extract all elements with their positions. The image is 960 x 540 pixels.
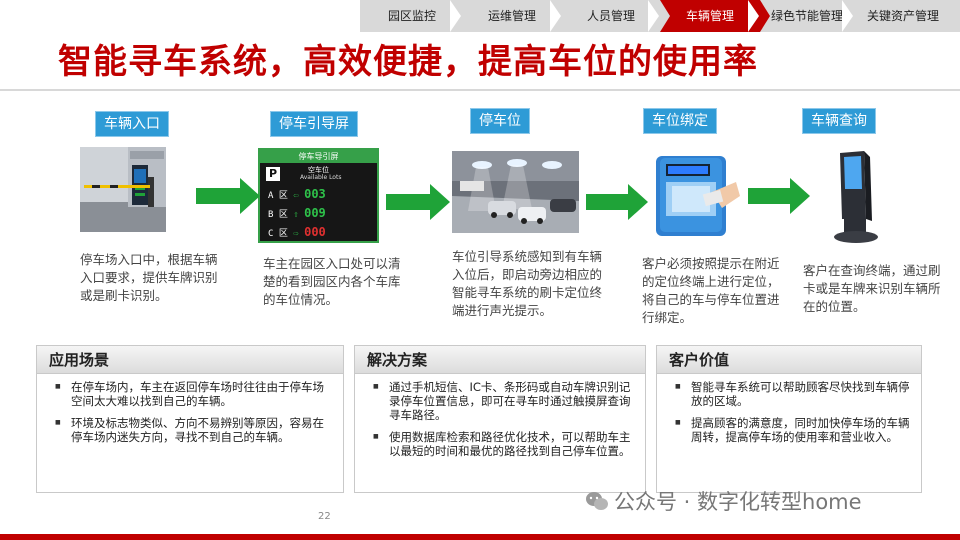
step-label-query: 车辆查询 — [802, 108, 876, 134]
tab-label: 运维管理 — [487, 9, 536, 23]
positioning-terminal-image — [652, 152, 742, 240]
page-title: 智能寻车系统，高效便捷，提高车位的使用率 — [58, 42, 758, 82]
page-number: 22 — [318, 511, 331, 522]
tab-vehicles[interactable]: 车辆管理 — [648, 0, 770, 32]
step-text-query: 客户在查询终端，通过刷卡或是车牌来识别车辆所在的位置。 — [803, 263, 941, 314]
tab-label: 车辆管理 — [685, 9, 734, 23]
bottom-accent-bar — [0, 534, 960, 540]
guide-rows: A 区 ⇦ 003 B 区 ⇧ 009 C 区 ⇨ 000 — [268, 186, 376, 241]
tab-label: 关键资产管理 — [866, 9, 939, 23]
step-text-binding: 客户必须按照提示在附近的定位终端上进行定位，将自己的车与停车位置进行绑定。 — [642, 256, 780, 325]
tab-operations[interactable]: 运维管理 — [450, 0, 572, 32]
guide-subtitle-en: Available Lots — [300, 174, 342, 181]
guide-subtitle-cn: 空车位 — [308, 166, 329, 174]
list-item: 使用数据库检索和路径优化技术，可以帮助车主以最短的时间和最优的路径找到自己停车位… — [369, 430, 635, 458]
step-text-guide-screen: 车主在园区入口处可以清楚的看到园区内各个车库的车位情况。 — [263, 256, 401, 307]
lot-count: 003 — [304, 187, 326, 201]
tab-green-energy[interactable]: 绿色节能管理 — [748, 0, 864, 32]
list-item: 在停车场内，车主在返回停车场时往往由于停车场空间太大难以找到自己的车辆。 — [51, 380, 333, 408]
flow-arrow — [386, 184, 450, 220]
box-customer-value: 客户价值 智能寻车系统可以帮助顾客尽快找到车辆停放的区域。 提高顾客的满意度，同… — [656, 345, 922, 493]
lot-count: 000 — [304, 225, 326, 239]
query-kiosk-image — [826, 149, 886, 245]
flow-arrow — [196, 178, 260, 214]
box-title: 解决方案 — [355, 346, 645, 374]
parking-garage-image — [452, 151, 579, 233]
wechat-icon — [586, 492, 608, 510]
zone-label: C 区 — [268, 229, 288, 239]
step-text-entrance: 停车场入口中，根据车辆入口要求，提供车牌识别或是刷卡识别。 — [80, 252, 218, 303]
top-nav: 园区监控 运维管理 人员管理 车辆管理 绿色节能管理 关键资产管理 — [0, 0, 960, 32]
guide-row: A 区 ⇦ 003 — [268, 186, 376, 205]
guide-screen-header: 停车导引屏 — [260, 150, 377, 163]
flow-arrow — [748, 178, 810, 214]
entrance-gate-image — [80, 147, 166, 232]
guide-row: C 区 ⇨ 000 — [268, 224, 376, 241]
box-solution: 解决方案 通过手机短信、IC卡、条形码或自动车牌识别记录停车位置信息，即可在寻车… — [354, 345, 646, 493]
list-item: 提高顾客的满意度，同时加快停车场的车辆周转，提高停车场的使用率和营业收入。 — [671, 416, 911, 444]
list-item: 通过手机短信、IC卡、条形码或自动车牌识别记录停车位置信息，即可在寻车时通过触摸… — [369, 380, 635, 422]
tab-label: 园区监控 — [387, 9, 436, 23]
list-item: 智能寻车系统可以帮助顾客尽快找到车辆停放的区域。 — [671, 380, 911, 408]
step-label-binding: 车位绑定 — [643, 108, 717, 134]
lot-count: 009 — [304, 206, 326, 220]
step-text-parking-space: 车位引导系统感知到有车辆入位后，即启动旁边相应的智能寻车系统的刷卡定位终端进行声… — [452, 249, 603, 318]
tab-personnel[interactable]: 人员管理 — [550, 0, 670, 32]
box-title: 客户价值 — [657, 346, 921, 374]
tab-campus-monitoring[interactable]: 园区监控 — [362, 0, 472, 32]
bullet-list: 在停车场内，车主在返回停车场时往往由于停车场空间太大难以找到自己的车辆。 环境及… — [37, 374, 343, 444]
flow-arrow — [586, 184, 648, 220]
box-title: 应用场景 — [37, 346, 343, 374]
tab-label: 绿色节能管理 — [770, 9, 843, 23]
parking-p-icon: P — [266, 167, 280, 181]
box-scenario: 应用场景 在停车场内，车主在返回停车场时往往由于停车场空间太大难以找到自己的车辆… — [36, 345, 344, 493]
bullet-list: 智能寻车系统可以帮助顾客尽快找到车辆停放的区域。 提高顾客的满意度，同时加快停车… — [657, 374, 921, 444]
zone-label: B 区 — [268, 210, 288, 220]
watermark-text: 公众号 · 数字化转型home — [614, 490, 862, 514]
step-label-entrance: 车辆入口 — [95, 111, 169, 137]
zone-label: A 区 — [268, 191, 288, 201]
guide-screen-image: 停车导引屏 P 空车位 Available Lots A 区 ⇦ 003 B 区… — [258, 148, 379, 243]
arrow-right-icon: ⇨ — [293, 229, 299, 239]
arrow-left-icon: ⇦ — [293, 191, 299, 201]
bullet-list: 通过手机短信、IC卡、条形码或自动车牌识别记录停车位置信息，即可在寻车时通过触摸… — [355, 374, 645, 458]
list-item: 环境及标志物类似、方向不易辨别等原因，容易在停车场内迷失方向，寻找不到自己的车辆… — [51, 416, 333, 444]
step-label-parking-space: 停车位 — [470, 108, 530, 134]
arrow-up-icon: ⇧ — [293, 210, 299, 220]
tab-key-assets[interactable]: 关键资产管理 — [842, 0, 952, 32]
title-divider — [0, 89, 960, 91]
step-label-guide-screen: 停车引导屏 — [270, 111, 358, 137]
tab-label: 人员管理 — [586, 9, 635, 23]
guide-row: B 区 ⇧ 009 — [268, 205, 376, 224]
